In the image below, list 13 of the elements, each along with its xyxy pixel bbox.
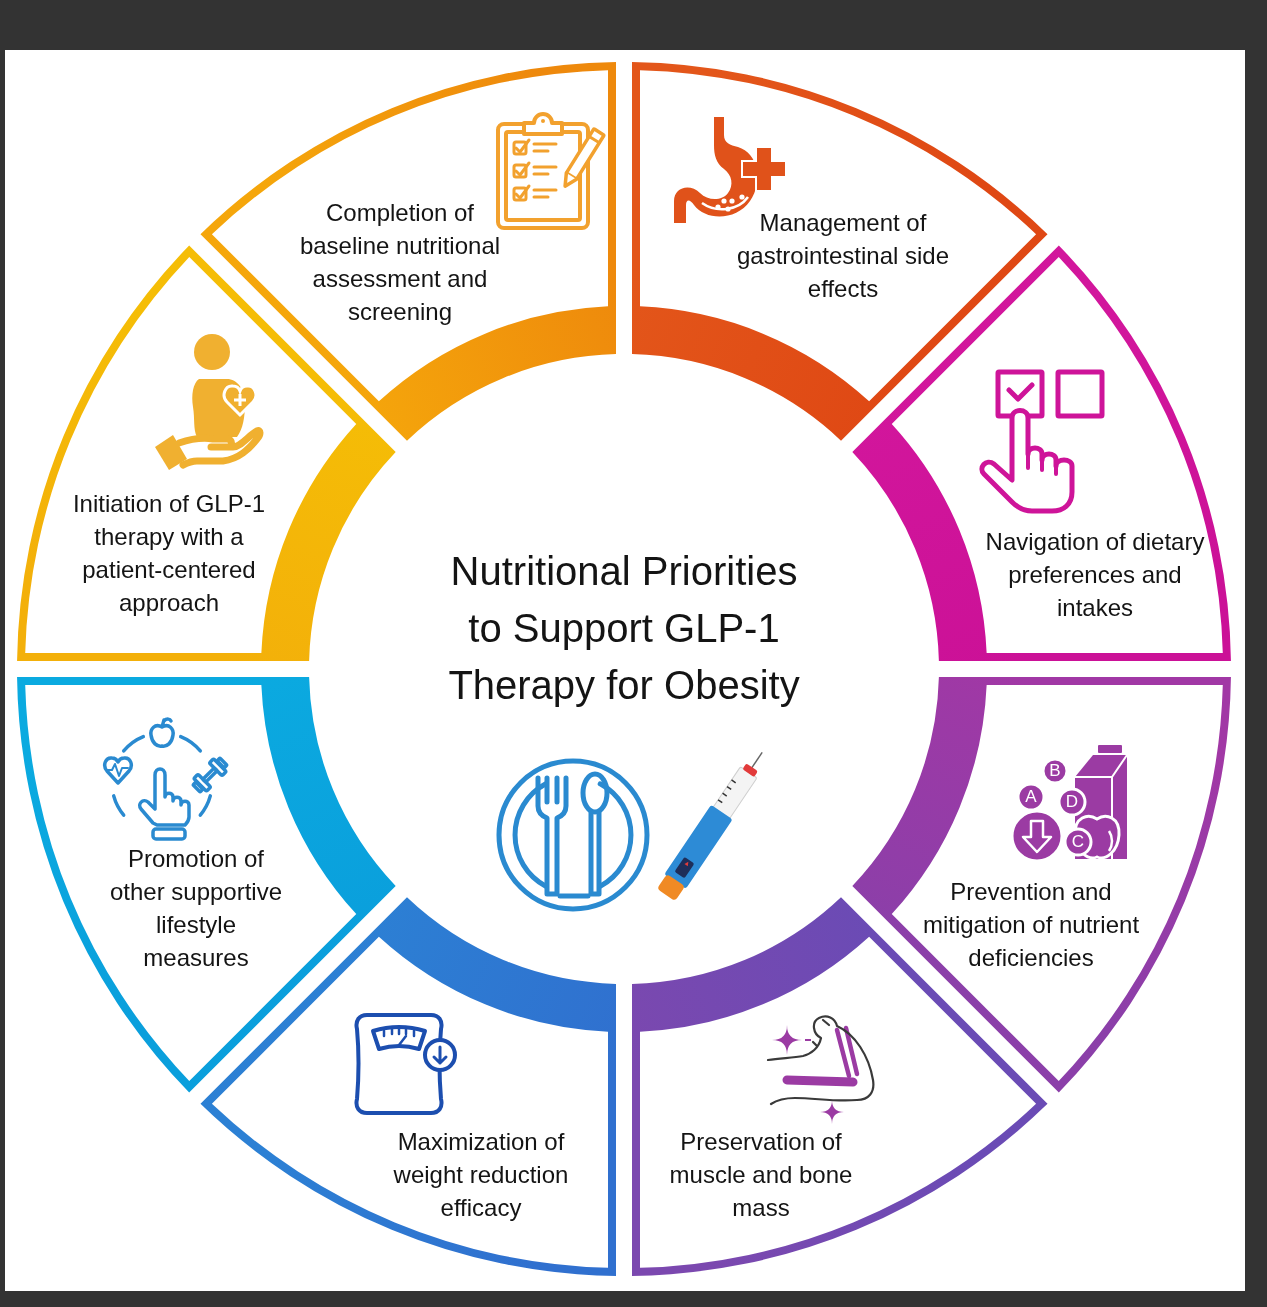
segment-label: Promotion of other supportive lifestyle measures bbox=[108, 844, 284, 973]
diagram-title: Nutritional Priorities to Support GLP-1 Therapy for Obesity bbox=[447, 548, 801, 709]
vitamin-letter: B bbox=[1048, 761, 1062, 781]
segment-label: Navigation of dietary preferences and intakes bbox=[984, 527, 1206, 623]
segment-label: Initiation of GLP-1 therapy with a patient-centered approach bbox=[71, 489, 267, 618]
vitamin-letter: A bbox=[1024, 787, 1038, 807]
segment-label: Preservation of muscle and bone mass bbox=[668, 1127, 854, 1223]
vitamin-letter: D bbox=[1064, 792, 1080, 812]
segment-label: Management of gastrointestinal side effects bbox=[735, 208, 951, 304]
segment-label: Completion of baseline nutritional assessment and screening bbox=[298, 198, 502, 327]
vitamin-letter: C bbox=[1070, 832, 1086, 852]
segment-label: Prevention and mitigation of nutrient deficiencies bbox=[921, 877, 1141, 973]
segment-label: Maximization of weight reduction efficacy bbox=[392, 1127, 570, 1223]
